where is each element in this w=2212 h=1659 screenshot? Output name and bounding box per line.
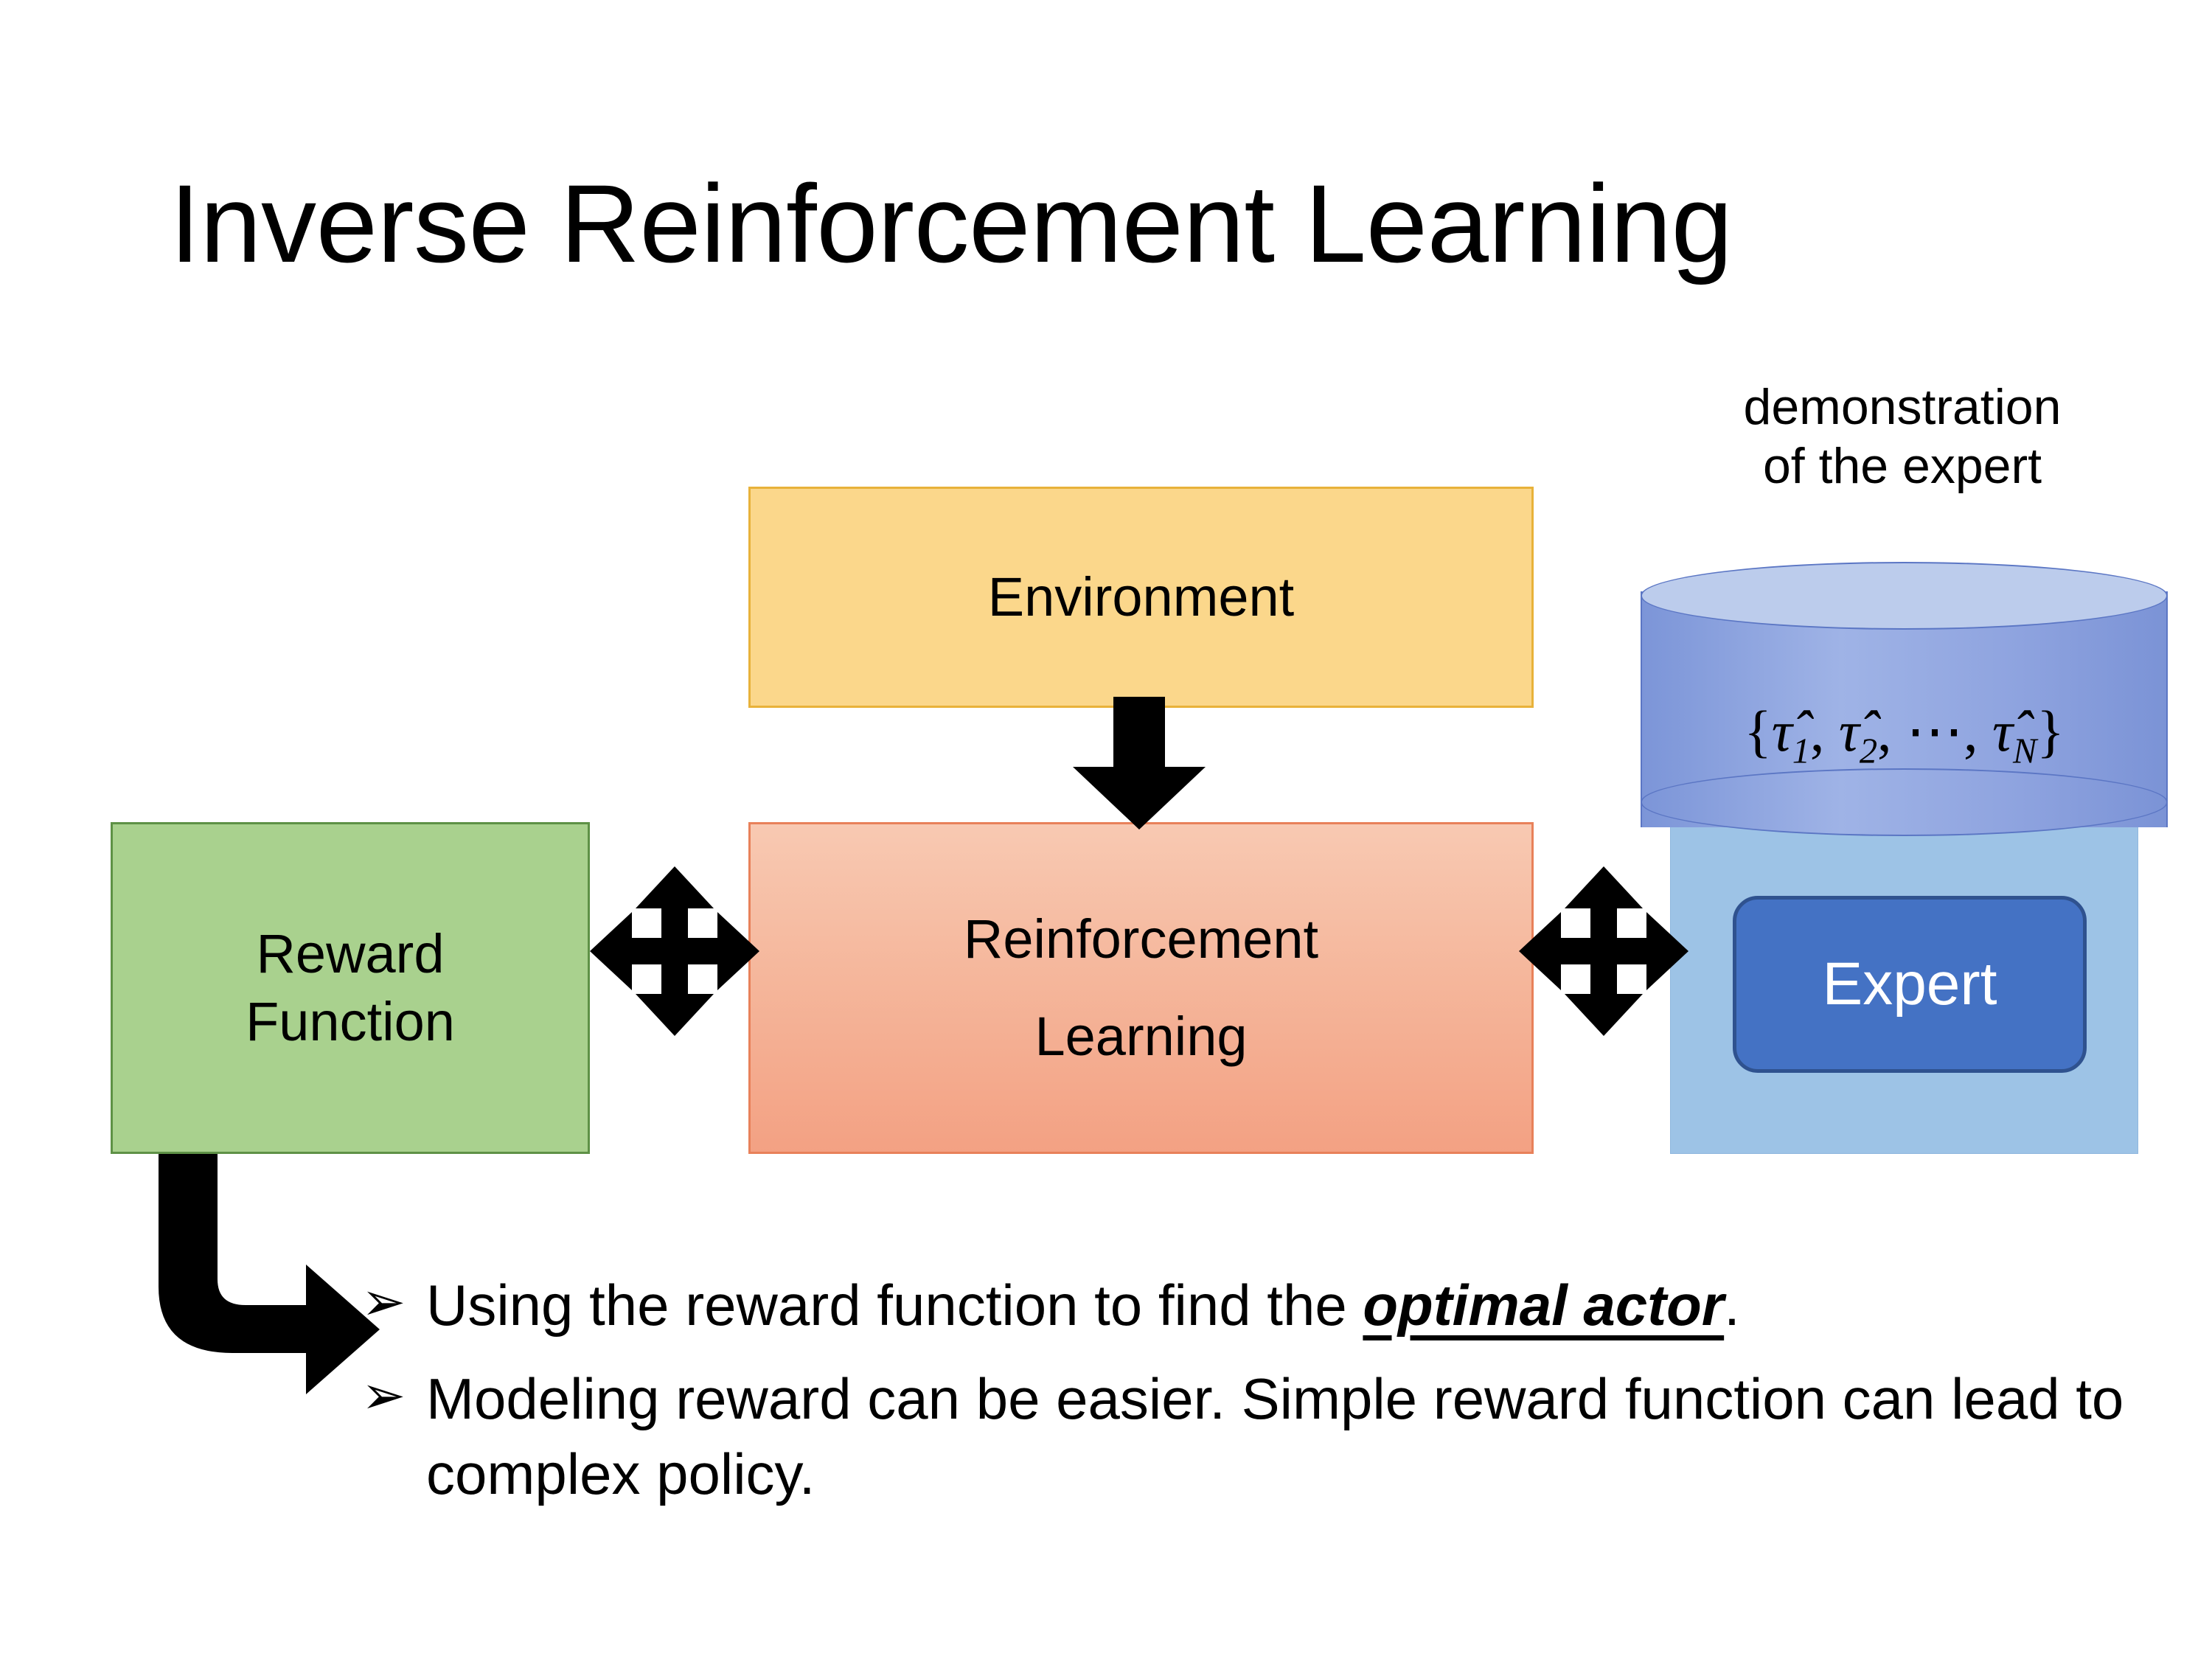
demonstration-caption-line2: of the expert [1762,438,2042,495]
trajectory-set-label: {τ̂1, τ̂2, ⋯, τ̂N} [1744,699,2065,771]
reinforcement-learning-label: Reinforcement Learning [964,905,1318,1071]
left-right-up-down-arrow-icon [1519,866,1688,1036]
demonstration-caption: demonstration of the expert [1644,378,2160,495]
demonstration-caption-line1: demonstration [1743,379,2062,435]
bullet-marker-icon: ➢ [361,1366,406,1426]
trajectory-1: τ̂ [1771,699,1792,763]
environment-label: Environment [987,566,1295,627]
trajectory-ellipsis: ⋯ [1906,699,1964,763]
set-open-brace: { [1744,699,1772,763]
trajectory-n: τ̂ [1992,699,2013,763]
set-close-brace: } [2037,699,2065,763]
bullet-marker-icon: ➢ [361,1273,406,1332]
demonstration-cylinder[interactable]: {τ̂1, τ̂2, ⋯, τ̂N} [1641,562,2168,857]
reward-label-line1: Reward [256,922,445,984]
bullet-1-suffix: . [1724,1273,1740,1338]
cylinder-top-ellipse [1641,562,2168,630]
reinforcement-learning-box[interactable]: Reinforcement Learning [748,822,1534,1154]
bullet-list: ➢ Using the reward function to find the … [361,1268,2131,1512]
page-title: Inverse Reinforcement Learning [170,161,1733,285]
reward-function-label: Reward Function [246,920,455,1057]
bent-arrow-icon [159,1154,380,1394]
down-arrow-icon [1073,697,1206,830]
trajectory-n-subscript: N [2012,731,2037,771]
rl-label-line1: Reinforcement [963,908,1319,970]
cylinder-bottom-ellipse [1641,768,2168,836]
trajectory-2: τ̂ [1838,699,1860,763]
bullet-text: Using the reward function to find the op… [426,1268,2131,1343]
list-item: ➢ Using the reward function to find the … [361,1268,2131,1343]
left-right-up-down-arrow-icon [590,866,759,1036]
bullet-text: Modeling reward can be easier. Simple re… [426,1362,2131,1512]
environment-box[interactable]: Environment [748,487,1534,708]
bullet-1-emphasis: optimal actor [1363,1273,1725,1338]
expert-box[interactable]: Expert [1733,896,2087,1073]
trajectory-2-subscript: 2 [1859,731,1878,771]
expert-label: Expert [1822,950,1997,1018]
bullet-2-prefix: Modeling reward can be easier. Simple re… [426,1366,2124,1506]
list-item: ➢ Modeling reward can be easier. Simple … [361,1362,2131,1512]
bullet-1-prefix: Using the reward function to find the [426,1273,1363,1338]
trajectory-1-subscript: 1 [1792,731,1810,771]
rl-label-line2: Learning [1034,1006,1248,1067]
reward-function-box[interactable]: Reward Function [111,822,590,1154]
reward-label-line2: Function [246,991,455,1052]
